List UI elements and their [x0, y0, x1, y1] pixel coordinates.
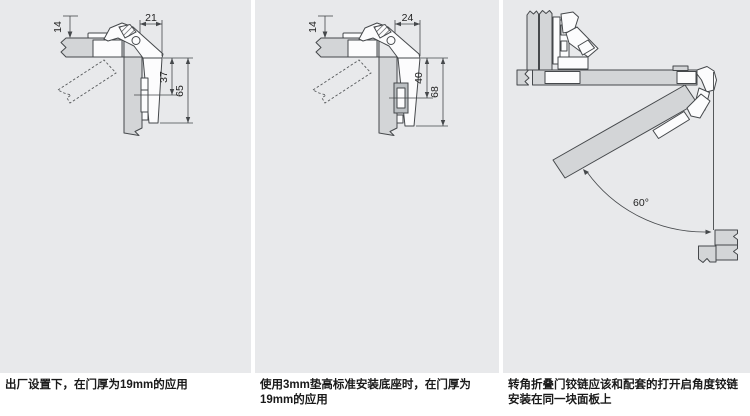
dim-label-offset: 14: [52, 21, 64, 33]
caption-opening-angle: 转角折叠门铰链应该和配套的打开启角度铰链安装在同一块面板上: [503, 373, 750, 416]
dimensions: 14 21 37 65: [52, 12, 193, 124]
door-panel: [393, 57, 421, 127]
drawing-area-1: 14 21 37 65: [0, 0, 251, 374]
hinge-pivot-boss: [131, 36, 141, 45]
panel-factory-setting: 14 21 37 65 出厂设置下，在门厚为19mm的应用: [0, 0, 251, 416]
hinge-pivot-boss: [386, 36, 396, 45]
return-panels: [698, 229, 738, 263]
door-panel: [140, 57, 163, 124]
cabinet-top-board: [516, 65, 698, 86]
drawing-area-3: 60°: [503, 0, 750, 374]
dim-label-plate: 37: [158, 71, 170, 83]
panel-spacer-setting: 14 24 40 68 使用3mm垫高标准安装底座时，在门厚为19mm的应用: [255, 0, 499, 416]
cabinet-side-boards: [526, 10, 553, 71]
dim-label-offset: 14: [307, 21, 319, 33]
dim-label-total: 65: [174, 85, 186, 97]
corner-hinge-plan-drawing: 60°: [516, 10, 738, 263]
dimensions: 14 24 40 68: [307, 12, 448, 127]
angle-annotation: 60°: [583, 72, 714, 235]
caption-factory-setting: 出厂设置下，在门厚为19mm的应用: [0, 373, 251, 416]
phantom-open-door: [57, 59, 117, 104]
dim-label-width: 21: [145, 12, 157, 24]
corner-hinge-section-drawing-spacer: 14 24 40 68: [307, 12, 448, 136]
dim-label-total: 68: [429, 86, 441, 98]
caption-spacer-setting: 使用3mm垫高标准安装底座时，在门厚为19mm的应用: [255, 373, 499, 416]
panel-divider: [499, 0, 503, 416]
wide-angle-hinge: [552, 11, 599, 70]
dim-label-plate: 40: [413, 72, 425, 84]
corner-hinge-section-drawing: 14 21 37 65: [52, 12, 193, 136]
panel-divider: [251, 0, 255, 416]
dim-label-width: 24: [402, 12, 414, 24]
open-door-60deg: [552, 84, 711, 179]
phantom-open-door: [312, 59, 372, 104]
drawing-area-2: 14 24 40 68: [255, 0, 499, 374]
top-board: [315, 32, 380, 58]
panel-opening-angle: 60° 转角折叠门铰链应该和配套的打开启角度铰链安装在同一块面板上: [503, 0, 750, 416]
angle-label: 60°: [633, 197, 649, 209]
side-board: [123, 56, 143, 136]
